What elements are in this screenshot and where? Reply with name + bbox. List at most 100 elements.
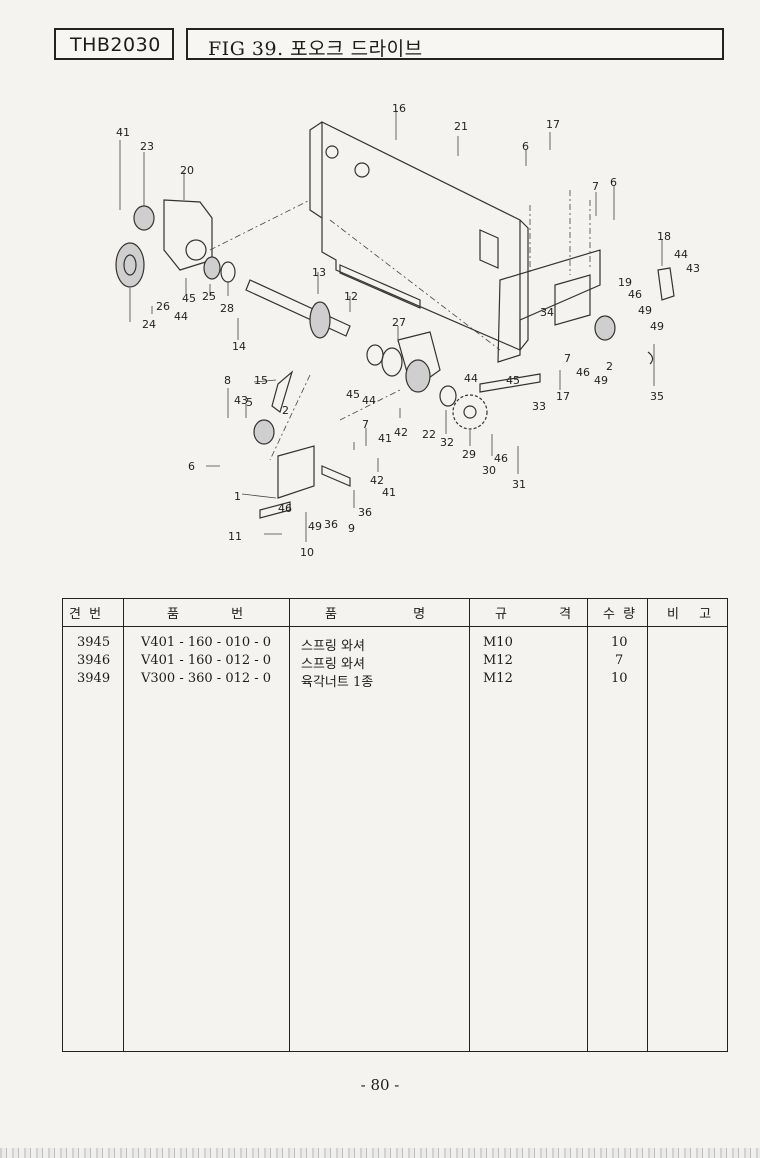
callout-36: 36 [358, 506, 372, 519]
col-header-qty: 수 량 [603, 607, 638, 622]
callout-41: 41 [116, 126, 130, 139]
callout-49: 49 [308, 520, 322, 533]
cell-part-name: 스프링 와셔 [301, 657, 365, 672]
callout-24: 24 [142, 318, 156, 331]
sprocket-29 [439, 385, 488, 430]
callout-26: 26 [156, 300, 170, 313]
chain-15 [271, 370, 294, 413]
callout-7: 7 [592, 180, 599, 193]
cell-part-number: V401 - 160 - 012 - 0 [141, 653, 272, 668]
callout-49: 49 [650, 320, 664, 333]
bolt-33 [479, 373, 541, 393]
callout-45: 45 [182, 292, 196, 305]
scan-edge [0, 1148, 760, 1158]
callout-6: 6 [610, 176, 617, 189]
callout-1: 1 [234, 490, 241, 503]
callout-15: 15 [254, 374, 268, 387]
callout-6: 6 [188, 460, 195, 473]
callout-46: 46 [628, 288, 642, 301]
callout-31: 31 [512, 478, 526, 491]
callout-10: 10 [300, 546, 314, 559]
callout-41: 41 [382, 486, 396, 499]
callout-43: 43 [686, 262, 700, 275]
gear-23 [133, 205, 155, 231]
callout-17: 17 [546, 118, 560, 131]
callout-19: 19 [618, 276, 632, 289]
callout-22: 22 [422, 428, 436, 441]
cell-spec: M12 [483, 671, 513, 686]
bearing-housing-22 [381, 331, 441, 393]
bearing-25 [203, 256, 236, 283]
bevel-gear-24 [115, 242, 145, 288]
bearing-2 [594, 315, 654, 365]
callout-44: 44 [464, 372, 478, 385]
callout-43: 43 [234, 394, 248, 407]
callout-7: 7 [564, 352, 571, 365]
bracket-1 [253, 419, 351, 499]
callout-35: 35 [650, 390, 664, 403]
callout-27: 27 [392, 316, 406, 329]
model-box: THB2030 [54, 28, 174, 60]
col-header-note: 비 고 [667, 607, 720, 622]
side-bracket [497, 190, 601, 363]
cell-no: 3945 [77, 635, 111, 650]
cell-part-number: V300 - 360 - 012 - 0 [141, 671, 272, 686]
callout-46: 46 [576, 366, 590, 379]
callout-34: 34 [540, 306, 554, 319]
callout-33: 33 [532, 400, 546, 413]
callout-49: 49 [638, 304, 652, 317]
cell-part-name: 육각너트 1종 [301, 675, 374, 690]
col-header-part-name: 품 명 [325, 607, 462, 622]
cell-no: 3949 [77, 671, 111, 686]
callout-44: 44 [674, 248, 688, 261]
callout-21: 21 [454, 120, 468, 133]
callout-28: 28 [220, 302, 234, 315]
callout-44: 44 [362, 394, 376, 407]
cell-qty: 7 [615, 653, 624, 668]
callout-46: 46 [494, 452, 508, 465]
callout-46: 46 [278, 502, 292, 515]
callout-12: 12 [344, 290, 358, 303]
page-number: - 80 - [360, 1076, 400, 1094]
cell-part-name: 스프링 와셔 [301, 639, 365, 654]
bolt-11 [259, 501, 291, 519]
callout-25: 25 [202, 290, 216, 303]
cell-spec: M10 [483, 635, 513, 650]
callout-44: 44 [174, 310, 188, 323]
table-row: 3945 V401 - 160 - 010 - 0 스프링 와셔 M10 10 [63, 635, 727, 654]
callout-17: 17 [556, 390, 570, 403]
parts-table: 견 번 품 번 품 명 규 격 수 량 비 고 3945 V401 - 160 … [62, 598, 728, 1052]
cell-qty: 10 [611, 671, 628, 686]
callout-42: 42 [370, 474, 384, 487]
cell-no: 3946 [77, 653, 111, 668]
callout-2: 2 [282, 404, 289, 417]
callout-9: 9 [348, 522, 355, 535]
figure-title: FIG 39. 포오크 드라이브 [208, 38, 423, 60]
shaft-12 [245, 279, 384, 366]
callout-30: 30 [482, 464, 496, 477]
figure-title-box: FIG 39. 포오크 드라이브 [186, 28, 724, 60]
callout-23: 23 [140, 140, 154, 153]
frame-plate [309, 121, 529, 351]
col-header-no: 견 번 [69, 607, 104, 622]
callout-29: 29 [462, 448, 476, 461]
callout-41: 41 [378, 432, 392, 445]
callout-16: 16 [392, 102, 406, 115]
callout-18: 18 [657, 230, 671, 243]
callout-36: 36 [324, 518, 338, 531]
cell-spec: M12 [483, 653, 513, 668]
callout-6: 6 [522, 140, 529, 153]
callout-14: 14 [232, 340, 246, 353]
bracket-20 [163, 199, 213, 271]
cell-qty: 10 [611, 635, 628, 650]
callout-7: 7 [362, 418, 369, 431]
callout-45: 45 [346, 388, 360, 401]
table-row: 3946 V401 - 160 - 012 - 0 스프링 와셔 M12 7 [63, 653, 727, 672]
table-row: 3949 V300 - 360 - 012 - 0 육각너트 1종 M12 10 [63, 671, 727, 690]
callout-42: 42 [394, 426, 408, 439]
col-header-spec: 규 격 [495, 607, 596, 622]
cell-part-number: V401 - 160 - 010 - 0 [141, 635, 272, 650]
callout-20: 20 [180, 164, 194, 177]
